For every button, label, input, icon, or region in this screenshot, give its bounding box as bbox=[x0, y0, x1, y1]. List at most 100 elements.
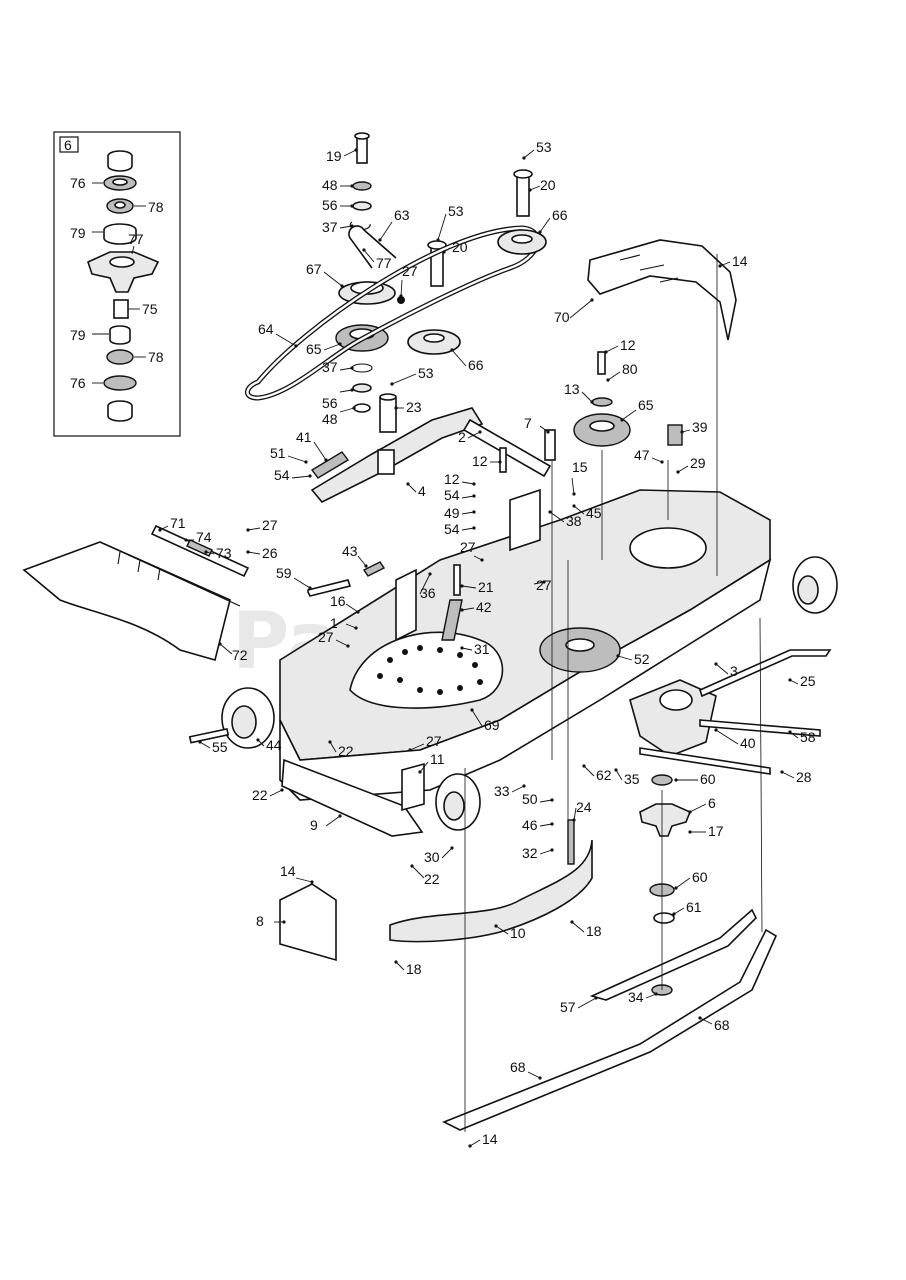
shaft-20-right bbox=[516, 175, 530, 217]
callout-c70: 70 bbox=[554, 309, 570, 325]
callout-leader-dot bbox=[406, 482, 410, 486]
callout-c74: 74 bbox=[196, 529, 212, 545]
callout-leader bbox=[461, 495, 475, 499]
callout-leader bbox=[419, 573, 431, 595]
bearing-76-bottom bbox=[103, 375, 137, 391]
callout: 76 bbox=[70, 375, 86, 391]
callout-c72: 72 bbox=[232, 647, 248, 663]
callout-c66b: 66 bbox=[468, 357, 484, 373]
callout-leader bbox=[675, 877, 691, 889]
callout-c23: 23 bbox=[406, 399, 422, 415]
callout-c20a: 20 bbox=[540, 177, 556, 193]
callout-leader-dot bbox=[674, 778, 678, 782]
callout-c9: 9 bbox=[310, 817, 318, 833]
callout-c18b: 18 bbox=[406, 961, 422, 977]
callout-c48b: 48 bbox=[322, 411, 338, 427]
callout-leader bbox=[335, 639, 349, 647]
callout-leader bbox=[407, 483, 417, 493]
bracket-11 bbox=[401, 762, 425, 812]
callout-leader-dot bbox=[246, 528, 250, 532]
callout: 77 bbox=[128, 231, 144, 247]
callout-leader-dot bbox=[550, 822, 554, 826]
spindle-housing-hub bbox=[109, 256, 135, 268]
spacer-79-bottom bbox=[109, 325, 131, 345]
callout-leader-dot bbox=[346, 644, 350, 648]
chute-72 bbox=[22, 541, 231, 661]
callout-c48a: 48 bbox=[322, 177, 338, 193]
callout-leader bbox=[345, 603, 359, 613]
callout-leader bbox=[651, 457, 663, 463]
callout-c41: 41 bbox=[296, 429, 312, 445]
callout-leader bbox=[495, 925, 509, 935]
callout-c12c: 12 bbox=[444, 471, 460, 487]
callout-leader bbox=[441, 847, 453, 859]
callout-c56a: 56 bbox=[322, 197, 338, 213]
callout-leader-dot bbox=[354, 626, 358, 630]
callout-leader bbox=[583, 765, 595, 777]
callout-leader-dot bbox=[654, 992, 658, 996]
callout-leader bbox=[451, 349, 467, 367]
callout-leader-dot bbox=[538, 1076, 542, 1080]
callout-c38: 38 bbox=[566, 513, 582, 529]
callout-leader bbox=[529, 185, 541, 191]
callout-leader-dot bbox=[294, 344, 298, 348]
callout-c29: 29 bbox=[690, 455, 706, 471]
callout-leader-dot bbox=[498, 460, 502, 464]
callout-leader-dot bbox=[450, 846, 454, 850]
spindle-6 bbox=[639, 803, 692, 837]
callout-leader bbox=[269, 789, 283, 797]
callout-leader-dot bbox=[450, 348, 454, 352]
callout-leader-dot bbox=[674, 886, 678, 890]
baffle-68 bbox=[442, 928, 778, 1131]
spring-42 bbox=[441, 599, 463, 641]
callout-leader bbox=[621, 409, 637, 421]
callout-c30: 30 bbox=[424, 849, 440, 865]
callout-c16: 16 bbox=[330, 593, 346, 609]
callout-c37a: 37 bbox=[322, 219, 338, 235]
washer-48-lower bbox=[353, 403, 371, 413]
spindle-cap bbox=[107, 150, 133, 172]
callout-leader bbox=[715, 729, 739, 745]
callout-leader-dot bbox=[714, 728, 718, 732]
callout-leader-dot bbox=[394, 406, 398, 410]
callout-leader bbox=[689, 803, 707, 813]
callout-leader bbox=[467, 431, 481, 439]
callout-leader-dot bbox=[410, 864, 414, 868]
callout-leader-dot bbox=[470, 708, 474, 712]
inset-tag: 6 bbox=[64, 137, 72, 153]
callout-c22a: 22 bbox=[338, 743, 354, 759]
callout-c10: 10 bbox=[510, 925, 526, 941]
callout-leader-dot bbox=[582, 764, 586, 768]
stud-24 bbox=[567, 819, 575, 865]
callout-leader-dot bbox=[460, 608, 464, 612]
callout-leader bbox=[527, 1071, 541, 1079]
callout-c6: 6 bbox=[708, 795, 716, 811]
callout-c24: 24 bbox=[576, 799, 592, 815]
callout-leader bbox=[325, 815, 341, 827]
callout-leader-dot bbox=[282, 920, 286, 924]
callout-c45: 45 bbox=[586, 505, 602, 521]
callout-leader-dot bbox=[480, 558, 484, 562]
belt-64 bbox=[245, 225, 541, 401]
callout: 75 bbox=[142, 301, 158, 317]
callout-leader-dot bbox=[280, 788, 284, 792]
callout-leader-dot bbox=[468, 1144, 472, 1148]
callout-c64: 64 bbox=[258, 321, 274, 337]
callout-leader-dot bbox=[399, 294, 403, 298]
callout-c53b: 53 bbox=[448, 203, 464, 219]
callout-c53a: 53 bbox=[536, 139, 552, 155]
callout-c32: 32 bbox=[522, 845, 538, 861]
callout-leader bbox=[511, 785, 525, 793]
callout-leader bbox=[339, 407, 355, 413]
callout-leader-dot bbox=[616, 654, 620, 658]
callout-leader-dot bbox=[522, 784, 526, 788]
callout-c80: 80 bbox=[622, 361, 638, 377]
callout-leader bbox=[219, 643, 233, 655]
callout-c56b: 56 bbox=[322, 395, 338, 411]
callout-c50: 50 bbox=[522, 791, 538, 807]
callout-leader bbox=[677, 465, 689, 473]
callout-leader bbox=[469, 1139, 481, 1147]
callout-c73: 73 bbox=[216, 545, 232, 561]
rod-25 bbox=[699, 649, 832, 698]
